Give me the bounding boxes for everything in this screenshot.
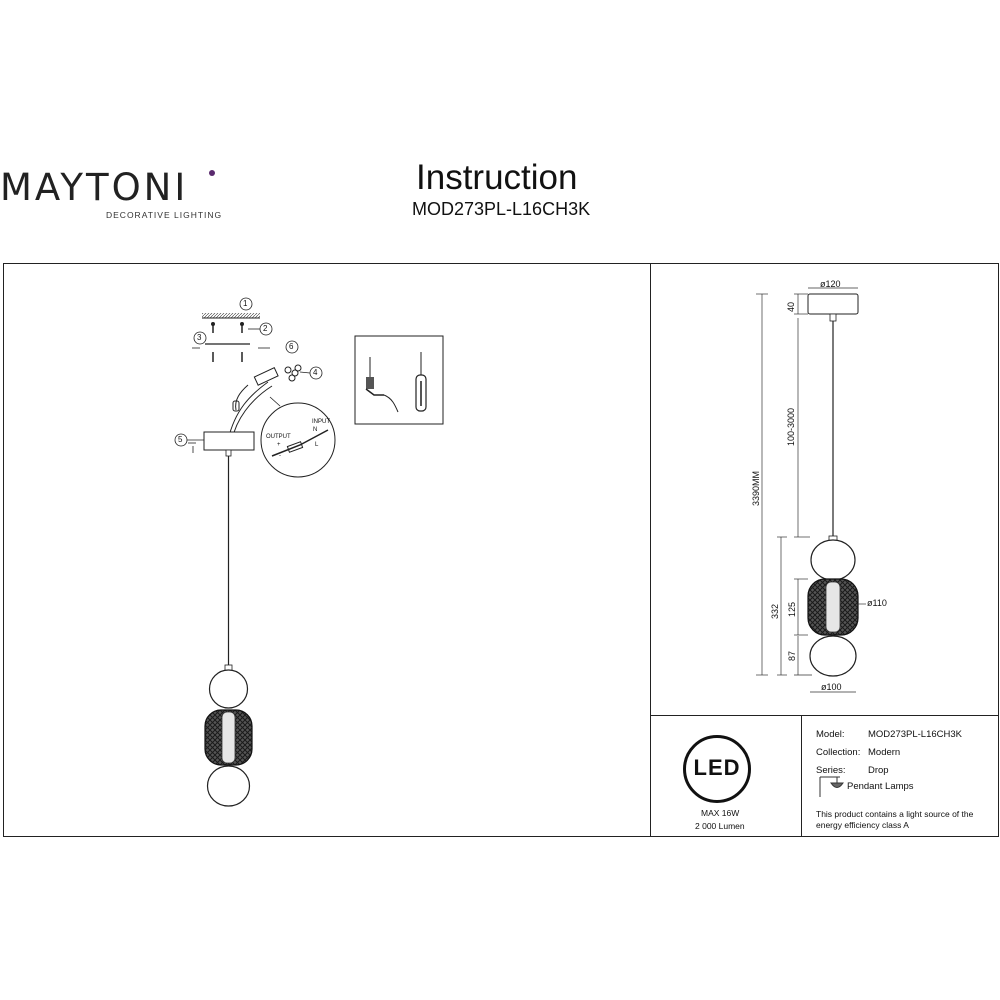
step-2-label: 2 <box>263 324 268 333</box>
step-6-label: 6 <box>289 342 294 351</box>
step-callouts <box>174 297 323 447</box>
info-collection-value: Modern <box>868 747 901 758</box>
dim-shade-height: 332 <box>770 603 780 619</box>
info-divider-vertical <box>801 715 802 837</box>
screws-icon <box>192 322 270 362</box>
dim-cable-length: 100-3000 <box>786 407 796 446</box>
dim-middle-height: 125 <box>787 601 797 617</box>
info-series-label: Series: <box>816 765 846 776</box>
wire-stripper-icon <box>365 357 399 413</box>
wiring-n-label: N <box>313 427 318 433</box>
info-type-value: Pendant Lamps <box>847 781 914 792</box>
ceiling-hatch <box>202 313 260 319</box>
frame-divider-vertical <box>650 263 651 837</box>
step-5-label: 5 <box>178 435 183 444</box>
document-title: Instruction <box>416 158 578 197</box>
energy-class-note: This product contains a light source of … <box>816 809 974 830</box>
dim-bottom-height: 87 <box>787 650 797 661</box>
wiring-plus-label: + <box>277 442 281 448</box>
dim-middle-diameter: ø110 <box>867 598 887 608</box>
step-1-label: 1 <box>243 299 248 308</box>
brand-logo: MAYTONI DECORATIVE LIGHTING <box>0 166 222 221</box>
info-series-value: Drop <box>868 765 889 776</box>
wiring-l-label: L <box>315 442 319 448</box>
dim-canopy-height: 40 <box>786 301 796 312</box>
step-3-label: 3 <box>197 333 202 342</box>
led-lumen: 2 000 Lumen <box>695 821 745 831</box>
dim-canopy <box>807 293 859 543</box>
wiring-input-label: INPUT <box>312 419 330 425</box>
info-model-label: Model: <box>816 729 845 740</box>
led-badge: LED <box>683 735 751 803</box>
lamp-shades-install <box>204 669 253 807</box>
canopy <box>188 431 255 453</box>
dim-ball-diameter: ø100 <box>821 682 842 692</box>
info-series-row: Series: Drop <box>816 765 889 776</box>
drawing-frame <box>3 263 999 837</box>
pendant-cable <box>224 449 233 672</box>
info-model-row: Model: MOD273PL-L16CH3K <box>816 729 962 740</box>
brand-tagline: DECORATIVE LIGHTING <box>106 210 223 220</box>
document-model-number: MOD273PL-L16CH3K <box>412 199 591 219</box>
dim-total-height: 3390MM <box>751 470 761 506</box>
screwdriver-icon <box>415 352 427 412</box>
dim-shades <box>807 539 859 677</box>
wiring-output-label: OUTPUT <box>266 434 291 440</box>
tools-inset <box>354 335 444 425</box>
info-collection-row: Collection: Modern <box>816 747 900 758</box>
wiring-detail-circle <box>260 396 336 478</box>
dim-canopy-diameter: ø120 <box>820 279 841 289</box>
brand-dot-accent <box>209 170 215 176</box>
led-badge-text: LED <box>693 755 741 780</box>
led-max-power: MAX 16W <box>701 808 740 818</box>
info-model-value: MOD273PL-L16CH3K <box>868 729 962 740</box>
step-4-label: 4 <box>313 368 318 377</box>
wiring-minus-label: - <box>279 453 281 459</box>
dim-lines <box>756 287 866 693</box>
frame-divider-horizontal <box>650 715 999 716</box>
brand-name: MAYTONI <box>0 166 189 209</box>
pendant-lamp-icon <box>819 776 844 797</box>
info-collection-label: Collection: <box>816 747 861 758</box>
